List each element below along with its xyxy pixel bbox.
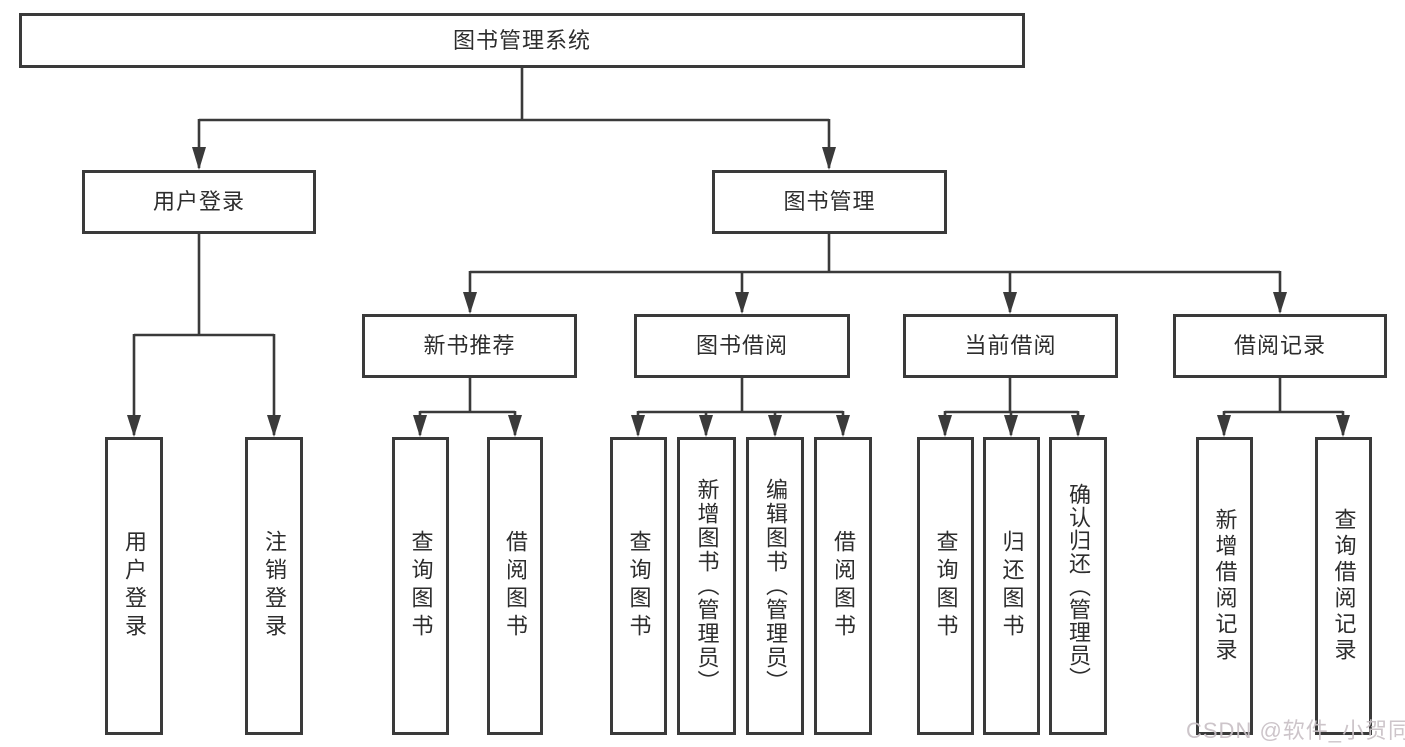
leaf-confirm-return-admin: 确认归还（管理员）	[1049, 437, 1107, 735]
arrowheads	[127, 147, 1350, 437]
node-root-label: 图书管理系统	[452, 27, 591, 53]
csdn-watermark: CSDN @软件_小贺同学	[1186, 718, 1405, 743]
leaf-user-login: 用户登录	[105, 437, 163, 735]
leaf-query-books-borrow: 查询图书	[610, 437, 667, 735]
node-current-borrow: 当前借阅	[903, 314, 1118, 378]
node-current-borrow-label: 当前借阅	[964, 333, 1057, 358]
node-new-book-recommend-label: 新书推荐	[423, 333, 516, 358]
node-book-management: 图书管理	[712, 170, 947, 234]
leaf-edit-book-admin-label: 编辑图书（管理员）	[763, 478, 788, 694]
node-new-book-recommend: 新书推荐	[362, 314, 577, 378]
node-user-login-label: 用户登录	[152, 189, 245, 214]
leaf-query-books-recommend: 查询图书	[392, 437, 449, 735]
node-root: 图书管理系统	[19, 13, 1025, 68]
node-user-login: 用户登录	[82, 170, 316, 234]
leaf-query-books-current-label: 查询图书	[933, 530, 959, 642]
leaf-edit-book-admin: 编辑图书（管理员）	[746, 437, 804, 735]
leaf-logout-label: 注销登录	[262, 530, 287, 642]
leaf-return-books: 归还图书	[983, 437, 1040, 735]
leaf-query-borrow-record: 查询借阅记录	[1315, 437, 1372, 735]
leaf-borrow-books-label: 借阅图书	[831, 530, 856, 642]
leaf-add-book-admin: 新增图书（管理员）	[677, 437, 736, 735]
leaf-add-borrow-record-label: 新增借阅记录	[1212, 508, 1238, 664]
leaf-return-books-label: 归还图书	[999, 530, 1025, 642]
leaf-borrow-books: 借阅图书	[814, 437, 872, 735]
leaf-query-books-borrow-label: 查询图书	[626, 530, 652, 642]
node-borrow-records: 借阅记录	[1173, 314, 1387, 378]
node-book-borrow-label: 图书借阅	[695, 333, 788, 358]
leaf-query-books-recommend-label: 查询图书	[408, 530, 434, 642]
leaf-logout: 注销登录	[245, 437, 303, 735]
leaf-confirm-return-admin-label: 确认归还（管理员）	[1066, 482, 1091, 690]
leaf-borrow-books-recommend: 借阅图书	[487, 437, 543, 735]
leaf-query-borrow-record-label: 查询借阅记录	[1331, 508, 1357, 664]
node-book-management-label: 图书管理	[783, 189, 876, 214]
leaf-user-login-label: 用户登录	[122, 530, 147, 642]
node-borrow-records-label: 借阅记录	[1233, 333, 1326, 358]
leaf-add-borrow-record: 新增借阅记录	[1196, 437, 1253, 735]
leaf-add-book-admin-label: 新增图书（管理员）	[694, 478, 720, 694]
leaf-query-books-current: 查询图书	[917, 437, 974, 735]
leaf-borrow-books-recommend-label: 借阅图书	[503, 530, 528, 642]
node-book-borrow: 图书借阅	[634, 314, 850, 378]
